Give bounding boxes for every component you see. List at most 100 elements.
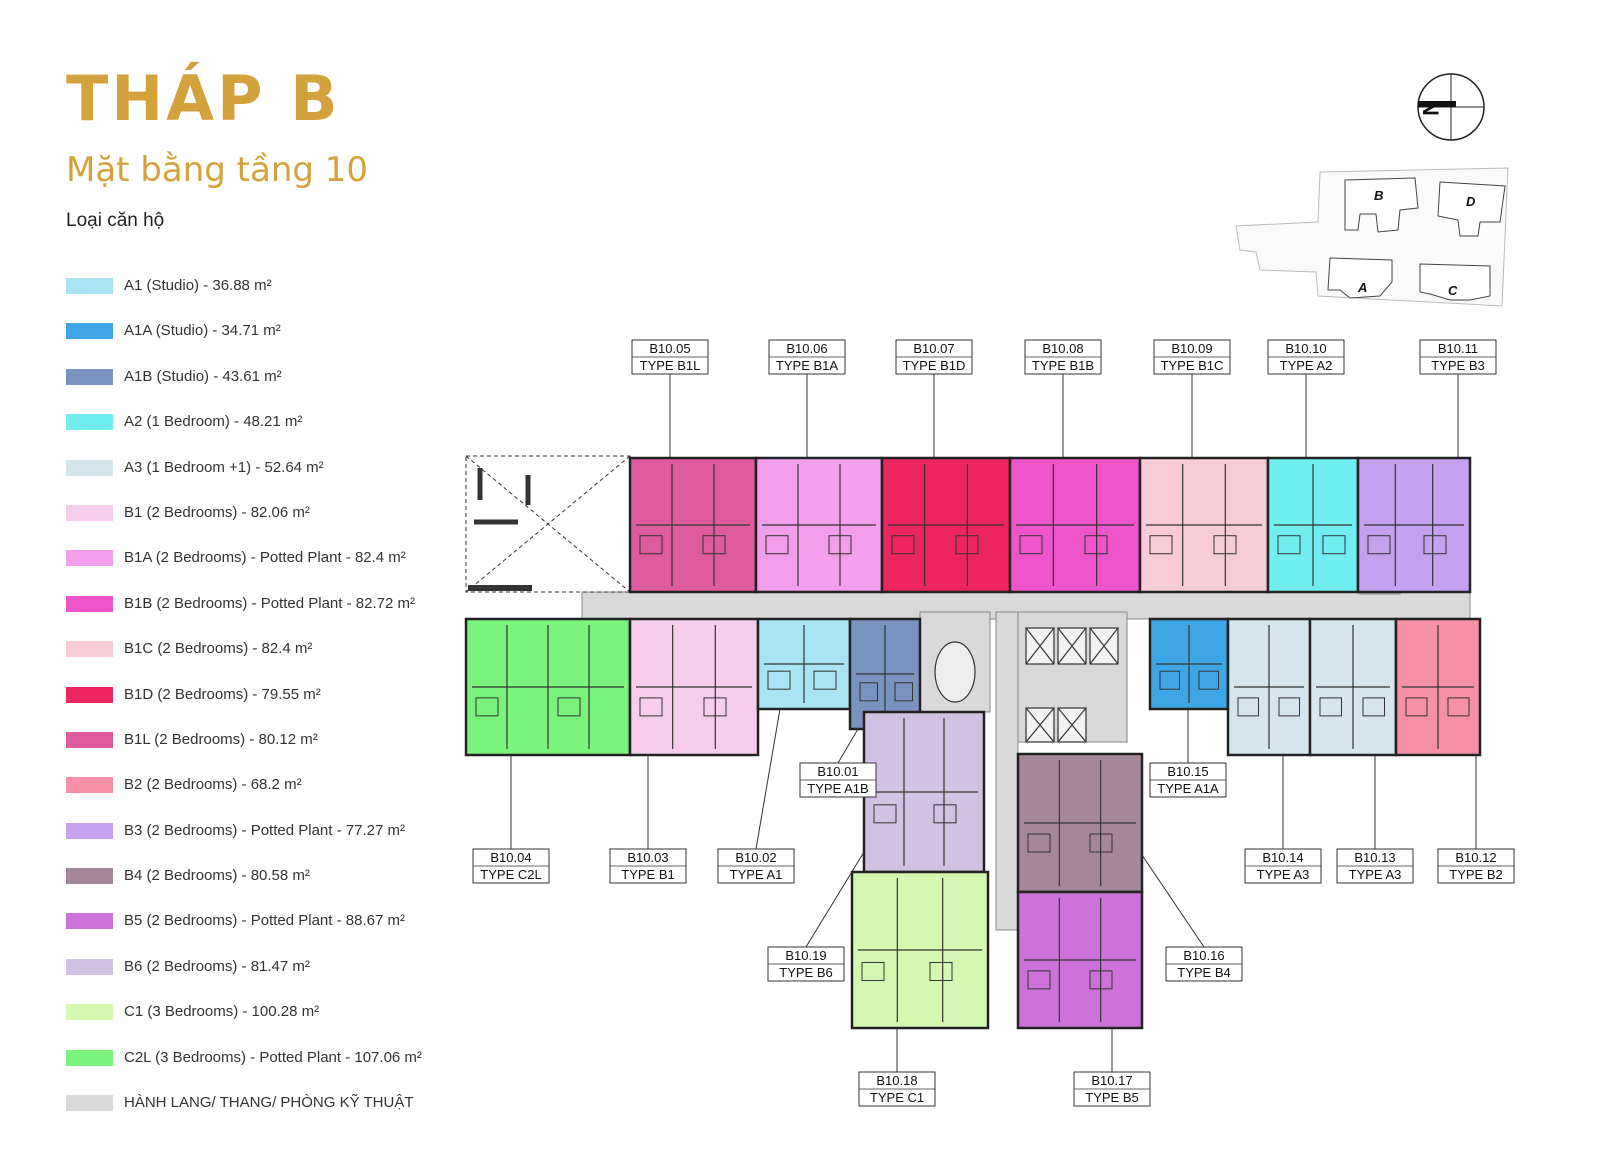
furniture-icon	[828, 535, 852, 555]
legend-label: B1D (2 Bedrooms) - 79.55 m²	[124, 685, 321, 703]
apartment-unit[interactable]	[1356, 456, 1472, 594]
apartment-unit[interactable]	[1226, 617, 1312, 757]
apartment-unit[interactable]	[1008, 456, 1142, 594]
unit-id: B10.01	[817, 764, 858, 779]
furniture-icon	[873, 804, 897, 824]
furniture-icon	[891, 535, 915, 555]
furniture-icon	[1277, 535, 1301, 555]
site-tower-label: B	[1374, 188, 1383, 203]
leader-line	[1141, 854, 1205, 948]
furniture-icon	[894, 682, 913, 702]
legend-swatch	[66, 414, 113, 431]
legend-swatch	[66, 323, 113, 340]
furniture-icon	[1149, 535, 1173, 555]
apartment-unit[interactable]	[1016, 752, 1144, 894]
legend-label: B1A (2 Bedrooms) - Potted Plant - 82.4 m…	[124, 549, 406, 567]
legend-swatch	[66, 595, 113, 612]
furniture-icon	[1278, 697, 1300, 717]
unit-id: B10.17	[1091, 1073, 1132, 1088]
furniture-icon	[1159, 670, 1180, 690]
furniture-icon	[1084, 535, 1108, 555]
legend-swatch	[66, 368, 113, 385]
apartment-unit[interactable]	[628, 617, 760, 757]
apartment-unit[interactable]	[1394, 617, 1482, 757]
legend-swatch	[66, 868, 113, 885]
furniture-icon	[1423, 535, 1447, 555]
legend-swatch	[66, 777, 113, 794]
unit-type: TYPE A1B	[807, 781, 868, 796]
legend-label: A1B (Studio) - 43.61 m²	[124, 367, 282, 385]
legend-swatch	[66, 504, 113, 521]
furniture-icon	[1367, 535, 1391, 555]
legend-label: B1C (2 Bedrooms) - 82.4 m²	[124, 640, 313, 658]
apartment-unit[interactable]	[1016, 890, 1144, 1030]
unit-type: TYPE B1C	[1161, 358, 1224, 373]
unit-id: B10.12	[1455, 850, 1496, 865]
legend-label: B5 (2 Bedrooms) - Potted Plant - 88.67 m…	[124, 912, 405, 930]
apartment-unit[interactable]	[848, 617, 922, 731]
legend-swatch	[66, 1095, 113, 1112]
furniture-icon	[1089, 833, 1113, 853]
apartment-unit[interactable]	[754, 456, 884, 594]
apartment-unit[interactable]	[1266, 456, 1360, 594]
furniture-icon	[1213, 535, 1237, 555]
apartment-unit[interactable]	[1308, 617, 1398, 757]
unit-type: TYPE B6	[779, 965, 832, 980]
open-terrace	[465, 455, 631, 593]
furniture-icon	[702, 535, 726, 555]
unit-type: TYPE B1A	[776, 358, 838, 373]
unit-type: TYPE B5	[1085, 1090, 1138, 1105]
furniture-icon	[639, 697, 663, 717]
apartment-unit[interactable]	[1148, 617, 1230, 711]
unit-type: TYPE C1	[870, 1090, 924, 1105]
apartment-unit[interactable]	[756, 617, 852, 711]
legend-label: B4 (2 Bedrooms) - 80.58 m²	[124, 867, 310, 885]
furniture-icon	[639, 535, 663, 555]
site-tower-label: D	[1466, 194, 1476, 209]
unit-type: TYPE B1L	[640, 358, 701, 373]
unit-id: B10.06	[786, 341, 827, 356]
legend-swatch	[66, 731, 113, 748]
apartment-unit[interactable]	[1138, 456, 1270, 594]
unit-id: B10.08	[1042, 341, 1083, 356]
unit-id: B10.07	[913, 341, 954, 356]
unit-type: TYPE B3	[1431, 358, 1484, 373]
legend-label: HÀNH LANG/ THANG/ PHÒNG KỸ THUẬT	[124, 1094, 414, 1112]
unit-id: B10.18	[876, 1073, 917, 1088]
apartment-unit[interactable]	[862, 710, 986, 874]
legend-label: A1 (Studio) - 36.88 m²	[124, 277, 272, 294]
unit-id: B10.15	[1167, 764, 1208, 779]
unit-id: B10.11	[1438, 341, 1478, 356]
legend-label: B3 (2 Bedrooms) - Potted Plant - 77.27 m…	[124, 821, 405, 839]
apartment-unit[interactable]	[880, 456, 1012, 594]
unit-type: TYPE B4	[1177, 965, 1230, 980]
unit-id: B10.04	[490, 850, 531, 865]
unit-id: B10.05	[649, 341, 690, 356]
legend-swatch	[66, 1049, 113, 1066]
legend-label: B1B (2 Bedrooms) - Potted Plant - 82.72 …	[124, 594, 415, 612]
apartment-unit[interactable]	[628, 456, 758, 594]
leader-line	[805, 851, 865, 948]
legend-swatch	[66, 550, 113, 567]
unit-id: B10.14	[1262, 850, 1303, 865]
furniture-icon	[1319, 697, 1342, 717]
furniture-icon	[767, 670, 791, 690]
unit-type: TYPE B1B	[1032, 358, 1094, 373]
furniture-icon	[765, 535, 789, 555]
furniture-icon	[1237, 697, 1259, 717]
apartment-unit[interactable]	[850, 870, 990, 1030]
apartment-unit[interactable]	[464, 617, 632, 757]
site-tower-label: C	[1448, 283, 1458, 298]
unit-type: TYPE B1	[621, 867, 674, 882]
furniture-icon	[1089, 970, 1113, 990]
